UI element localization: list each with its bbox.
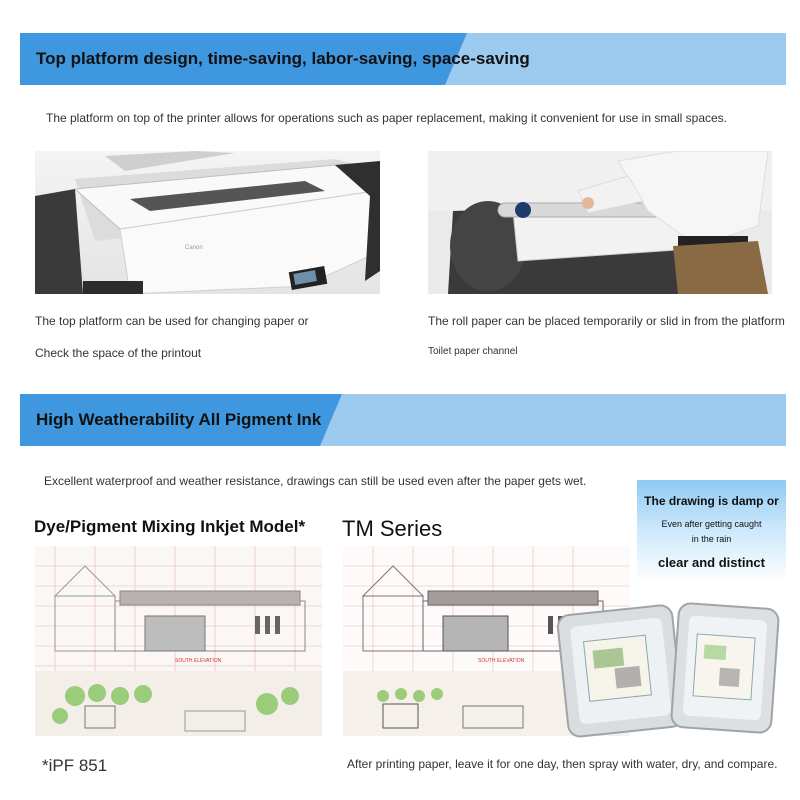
- callout-line3: clear and distinct: [658, 555, 765, 570]
- banner-tab: [20, 394, 342, 446]
- person-loading-roll-photo: [428, 151, 772, 294]
- callout-line1: The drawing is damp or: [644, 494, 779, 508]
- section-banner-weatherability: High Weatherability All Pigment Ink: [20, 394, 786, 446]
- tm-series-label: TM Series: [342, 516, 443, 541]
- callout-line2b: in the rain: [691, 534, 732, 544]
- right-caption-line2: Toilet paper channel: [428, 346, 518, 357]
- left-caption-line1: The top platform can be used for changin…: [35, 314, 309, 328]
- section-title: Top platform design, time-saving, labor-…: [36, 49, 530, 68]
- printer-brand-logo: Canon: [185, 245, 203, 251]
- elevation-label: SOUTH ELEVATION: [478, 658, 525, 664]
- dye-pigment-label: Dye/Pigment Mixing Inkjet Model*: [34, 517, 306, 536]
- callout-line2: Even after getting caught in the rain: [637, 517, 786, 547]
- model-footnote: *iPF 851: [42, 756, 108, 775]
- wet-drawing-trays-photo: [555, 598, 781, 740]
- banner-tab: [20, 33, 467, 85]
- callout-line2a: Even after getting caught: [661, 519, 762, 529]
- left-caption-line2: Check the space of the printout: [35, 346, 202, 360]
- wet-resistance-callout: The drawing is damp or Even after gettin…: [637, 480, 786, 582]
- right-caption-line1: The roll paper can be placed temporarily…: [428, 314, 785, 328]
- dye-pigment-drawing: SOUTH ELEVATION: [35, 546, 322, 736]
- section-intro: The platform on top of the printer allow…: [46, 111, 728, 125]
- comparison-caption: After printing paper, leave it for one d…: [347, 757, 778, 771]
- section-title: High Weatherability All Pigment Ink: [36, 410, 322, 429]
- elevation-label: SOUTH ELEVATION: [175, 658, 222, 664]
- section-intro: Excellent waterproof and weather resista…: [44, 474, 587, 488]
- printer-top-platform-photo: Canon: [35, 151, 380, 294]
- section-banner-top-platform: Top platform design, time-saving, labor-…: [20, 33, 786, 85]
